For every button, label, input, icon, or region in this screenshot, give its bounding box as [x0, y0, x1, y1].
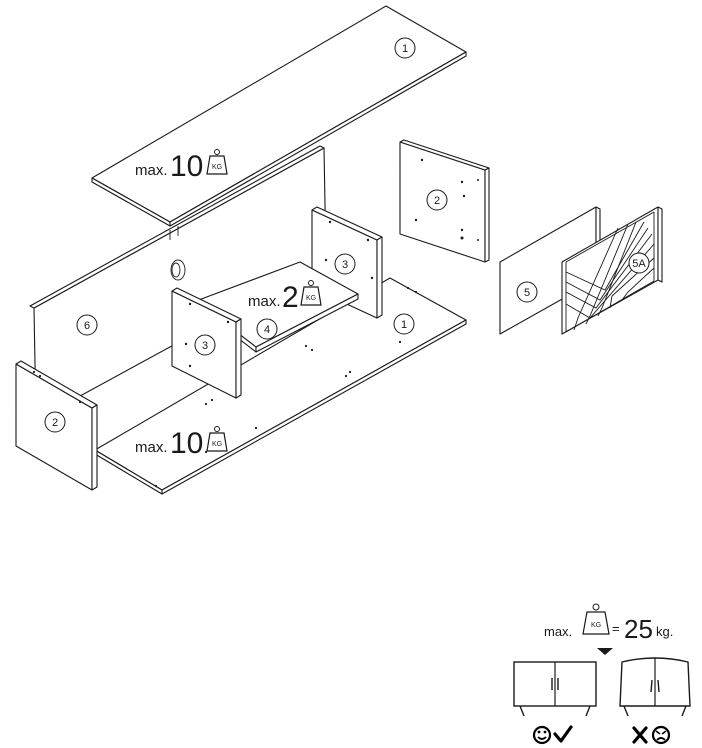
part-number-door-front: 5A	[632, 258, 646, 270]
cross-sad-face-icon	[632, 725, 671, 745]
part-label-bottom: 1	[393, 313, 415, 335]
part-label-top: 1	[394, 37, 416, 59]
top-panel	[91, 5, 467, 227]
part-label-back: 6	[76, 314, 98, 336]
part-number-back: 6	[84, 320, 90, 332]
kg-weight-icon: KG	[300, 280, 322, 306]
part-label-shelf: 4	[256, 318, 278, 340]
load-label-top: max. 10 KG	[135, 149, 228, 183]
part-number-divider-back: 3	[342, 259, 348, 271]
part-number-shelf: 4	[264, 324, 270, 336]
svg-text:10: 10	[170, 427, 203, 460]
svg-text:KG: KG	[212, 441, 222, 448]
back-panel	[29, 145, 327, 421]
happy-face-check-icon	[532, 725, 573, 745]
cabinet-level-icon	[513, 661, 597, 717]
svg-text:=: =	[612, 621, 620, 636]
part-number-side-left: 2	[52, 417, 58, 429]
part-label-door-front: 5A	[628, 252, 650, 274]
part-label-door: 5	[516, 281, 538, 303]
part-label-side-right: 2	[426, 189, 448, 211]
kg-weight-icon: KG	[582, 603, 610, 635]
kg-weight-icon: KG	[206, 426, 228, 452]
part-label-side-left: 2	[44, 411, 66, 433]
part-number-top: 1	[402, 43, 408, 55]
part-number-bottom: 1	[401, 319, 407, 331]
cabinet-sagging-icon	[619, 657, 691, 717]
part-number-divider-front: 3	[202, 340, 208, 352]
svg-text:max.: max.	[135, 162, 168, 179]
svg-text:2: 2	[282, 281, 299, 314]
total-load-label: max. KG = 25 kg.	[544, 603, 673, 644]
load-label-bottom: max. 10 KG	[135, 426, 228, 460]
part-number-side-right: 2	[434, 195, 440, 207]
svg-text:25: 25	[624, 614, 653, 644]
part-label-divider-back: 3	[334, 253, 356, 275]
svg-text:10: 10	[170, 150, 203, 183]
svg-text:KG: KG	[591, 622, 601, 629]
door-front-panel	[561, 206, 663, 335]
svg-text:KG: KG	[306, 295, 316, 302]
svg-text:KG: KG	[212, 164, 222, 171]
kg-weight-icon: KG	[206, 149, 228, 175]
load-label-shelf: max. 2 KG	[248, 280, 322, 314]
svg-text:max.: max.	[248, 293, 281, 310]
down-triangle-icon	[597, 648, 613, 655]
svg-text:max.: max.	[544, 624, 572, 639]
part-number-door: 5	[524, 287, 530, 299]
svg-text:max.: max.	[135, 439, 168, 456]
svg-text:kg.: kg.	[656, 624, 673, 639]
bottom-panel	[94, 277, 467, 495]
part-label-divider-front: 3	[194, 334, 216, 356]
